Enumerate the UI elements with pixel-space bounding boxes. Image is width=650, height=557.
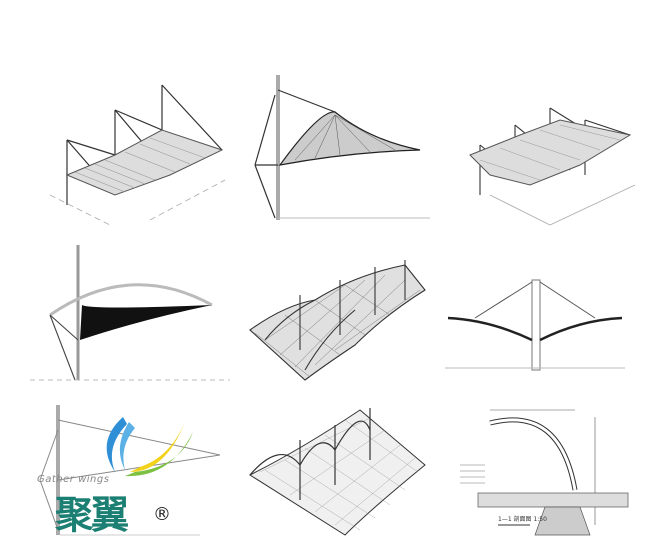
drawing-arch-single-mast [30, 240, 230, 390]
drawing-saddle-membrane [245, 255, 435, 385]
membrane-drawing-8 [248, 408, 426, 536]
drawing-multi-mast-canopy [460, 100, 640, 230]
membrane-drawing-2 [254, 75, 430, 220]
section-detail-drawing [460, 409, 629, 536]
swoosh-logo-icon [106, 417, 193, 477]
section-caption: 1—1 剖面图 1:50 [498, 516, 547, 523]
membrane-drawing-5 [249, 260, 426, 381]
membrane-drawing-3 [469, 107, 636, 226]
drawing-triple-mast-canopy [30, 80, 230, 230]
logo-english-name: Gather wings [37, 474, 110, 485]
drawing-mast-cantilever [30, 400, 230, 540]
drawing-umbrella-mast [440, 270, 650, 371]
drawing-curved-column-section: 1—1 剖面图 1:50 [440, 395, 650, 557]
membrane-drawing-7 [39, 405, 221, 536]
drawing-single-mast-cone [240, 70, 430, 230]
drawing-arched-frame-canopy [240, 400, 440, 545]
logo-chinese-name: 聚翼 [55, 493, 129, 537]
membrane-drawing-6 [445, 279, 625, 371]
registered-mark: ® [153, 504, 171, 525]
membrane-drawing-1 [49, 84, 226, 226]
membrane-drawing-4 [30, 245, 230, 381]
brand-logo: Gather wings 聚翼 ® [37, 412, 195, 537]
